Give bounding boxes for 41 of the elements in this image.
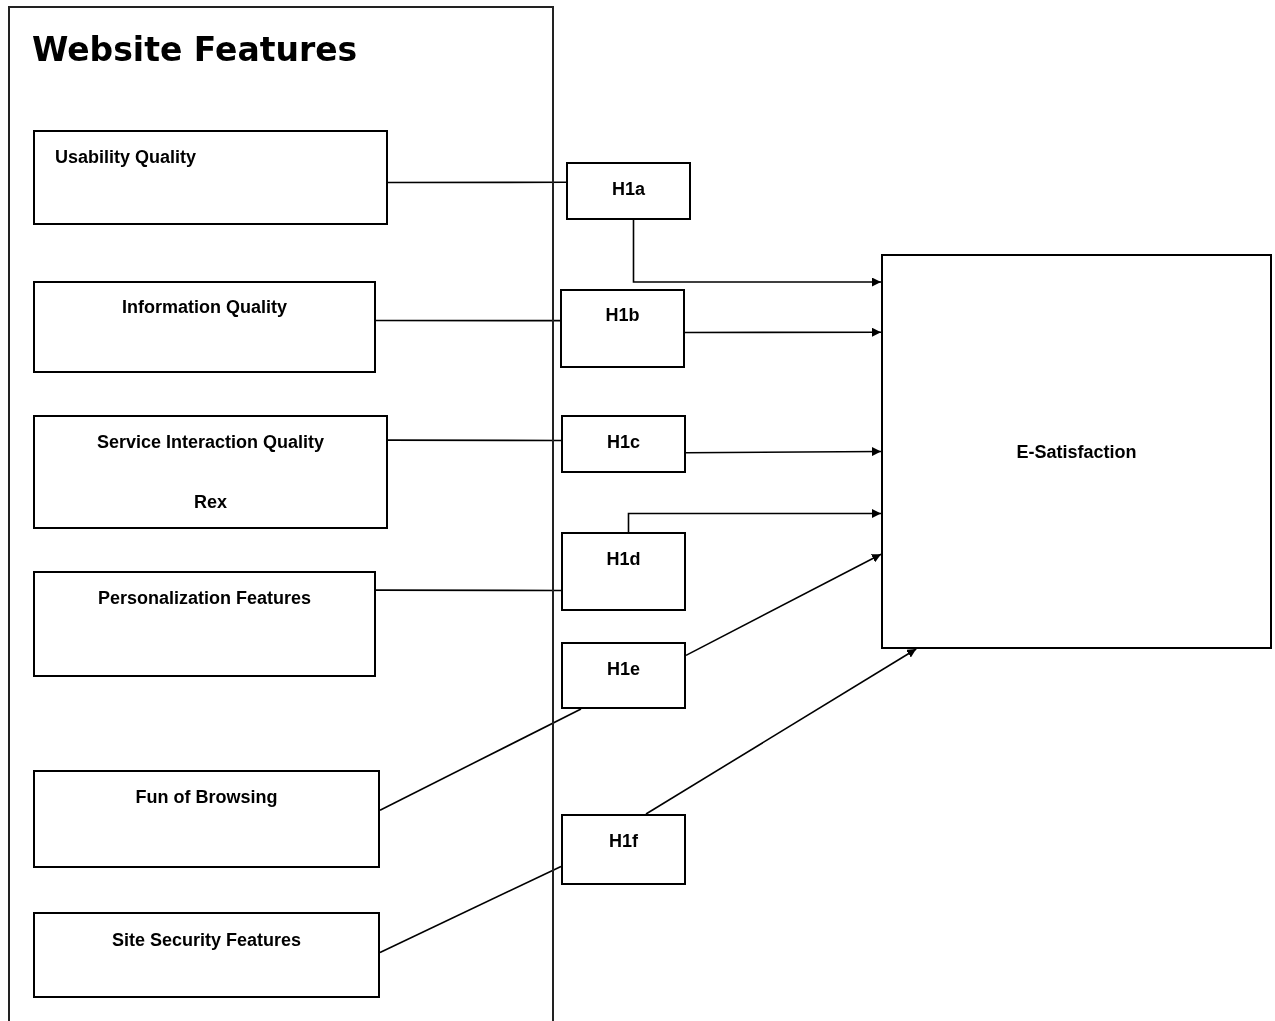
box-label: Personalization Features	[96, 588, 313, 609]
hypothesis-label: H1f	[608, 831, 639, 852]
hypothesis-label: H1b	[604, 305, 641, 326]
hypothesis-label: H1a	[611, 179, 646, 200]
box-label: Usability Quality	[55, 147, 197, 168]
arrow	[685, 553, 882, 657]
hypothesis-label: H1e	[606, 659, 641, 680]
box-label: Fun of Browsing	[134, 787, 279, 808]
factor-box	[33, 571, 376, 677]
box-label: Site Security Features	[110, 930, 303, 951]
outcome-box	[881, 254, 1272, 649]
factor-box	[33, 770, 380, 868]
box-label: Information Quality	[121, 297, 288, 318]
factor-box	[33, 130, 388, 225]
hypothesis-box	[561, 415, 686, 473]
arrow	[685, 447, 882, 457]
arrow	[627, 509, 882, 533]
hypothesis-box	[560, 289, 685, 368]
connector-line	[387, 181, 567, 184]
box-label: Service Interaction Quality	[95, 432, 326, 453]
arrow	[684, 327, 882, 337]
factor-box	[33, 281, 376, 373]
connector-line	[379, 708, 582, 811]
connector-line	[379, 865, 562, 954]
box-label: Rex	[193, 492, 228, 513]
arrow	[632, 219, 882, 287]
arrow	[645, 648, 917, 815]
connector-line	[387, 439, 562, 442]
group-frame	[8, 6, 554, 1021]
hypothesis-box	[561, 532, 686, 611]
box-label: E-Satisfaction	[1015, 441, 1138, 462]
group-title: Website Features	[32, 30, 358, 69]
factor-box	[33, 912, 380, 998]
connector-line	[375, 589, 562, 592]
connector-line	[375, 319, 561, 322]
hypothesis-box	[566, 162, 691, 220]
hypothesis-label: H1c	[606, 432, 641, 453]
hypothesis-box	[561, 642, 686, 709]
hypothesis-label: H1d	[605, 549, 642, 570]
factor-box	[33, 415, 388, 529]
hypothesis-box	[561, 814, 686, 885]
